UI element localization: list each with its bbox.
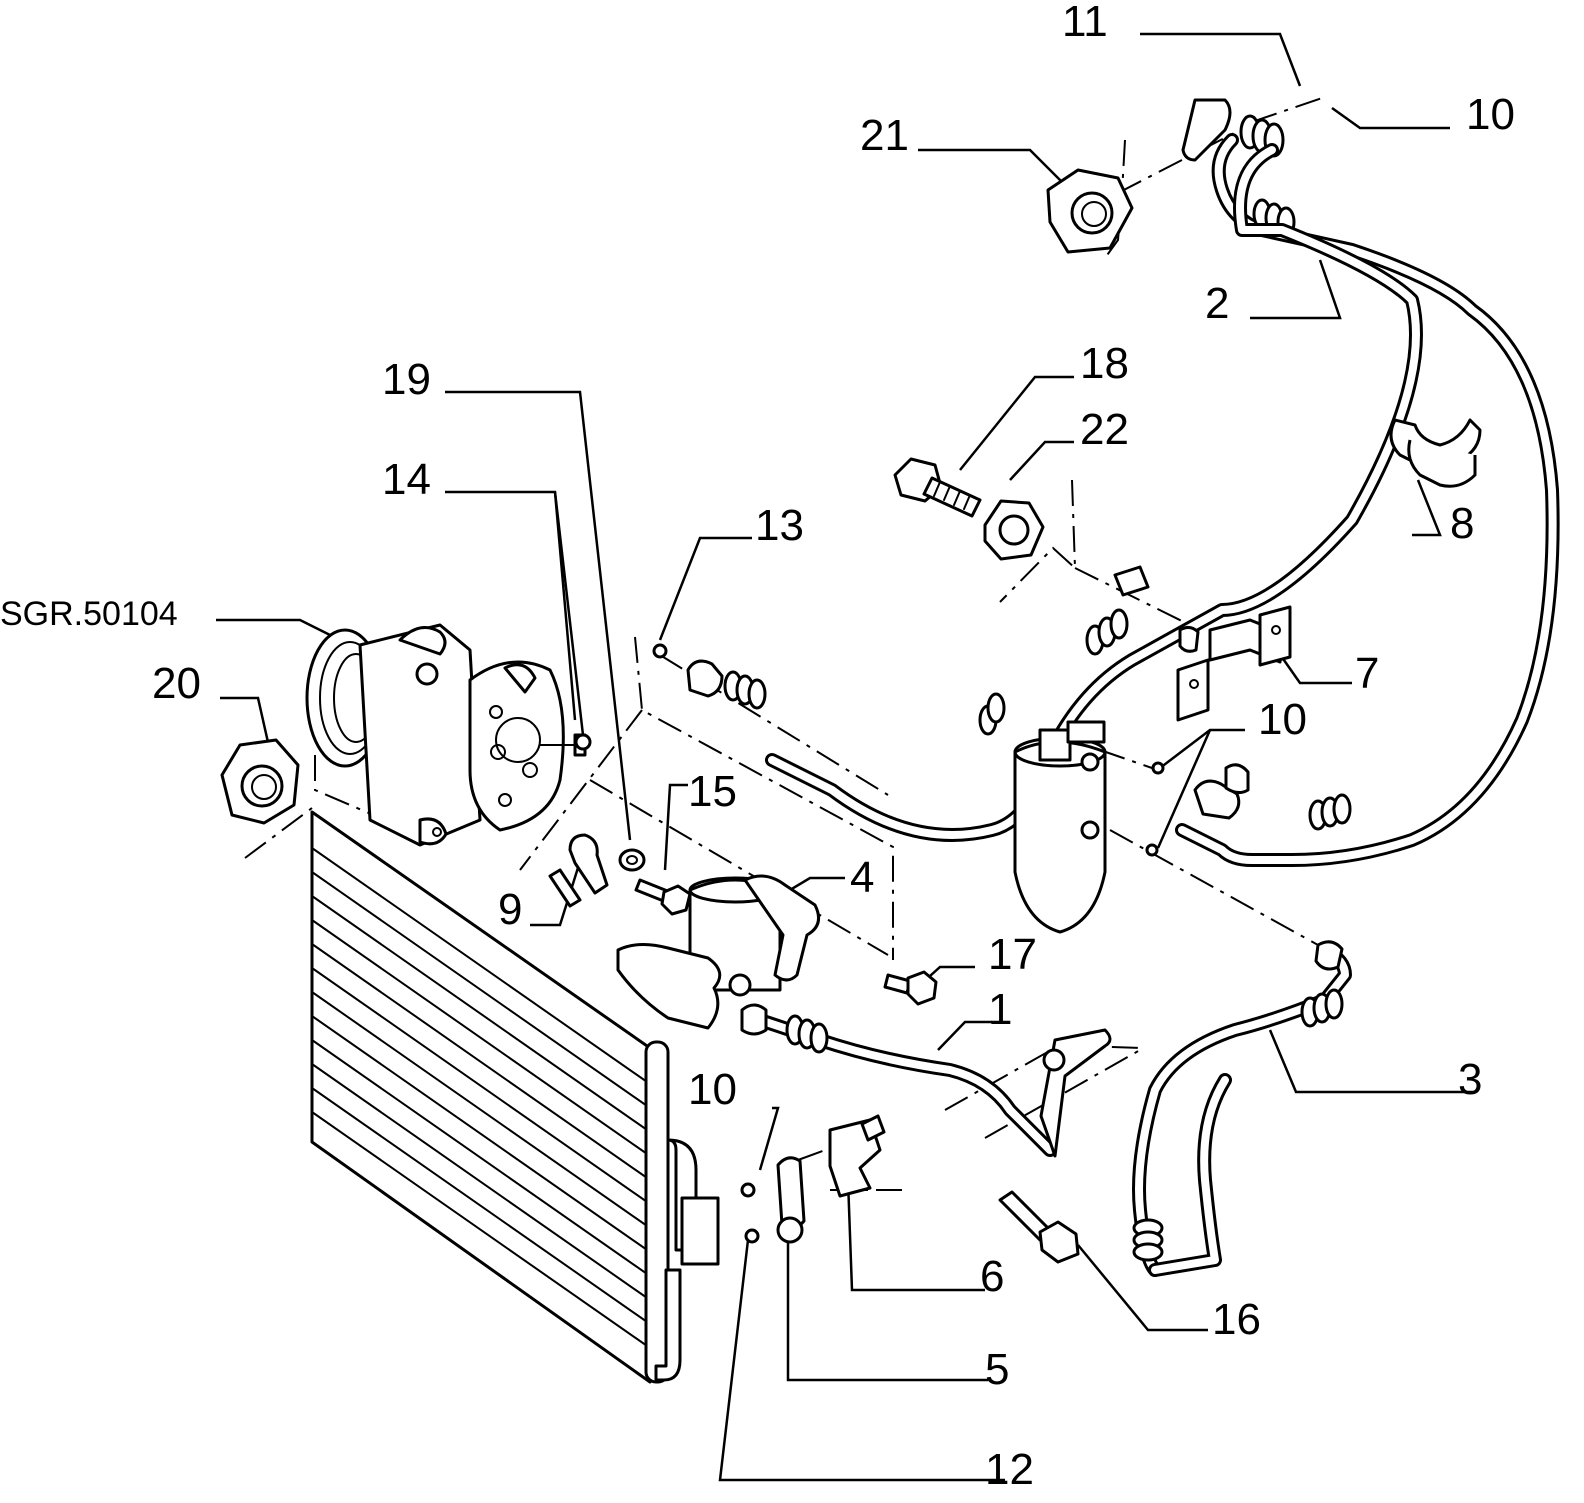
pipe-13 [652, 143, 1423, 842]
bolt-18 [893, 457, 982, 518]
callout-18: 18 [1080, 339, 1129, 388]
bracket-7 [1113, 565, 1292, 722]
callout-12: 12 [985, 1445, 1034, 1494]
nut-22 [983, 499, 1045, 561]
pipe-end-14 [574, 733, 592, 751]
pipe-1 [740, 1003, 1112, 1158]
callout-13: 13 [755, 501, 804, 550]
pipe-3 [1132, 940, 1352, 1277]
callout-2: 2 [1205, 279, 1230, 328]
callout-8: 8 [1450, 499, 1475, 548]
callout-20: 20 [152, 659, 201, 708]
callout-1: 1 [988, 985, 1013, 1034]
assembly-lines [244, 97, 1323, 1191]
callout-16: 16 [1212, 1295, 1261, 1344]
compressor [305, 623, 587, 847]
callout-4: 4 [850, 853, 875, 902]
callout-9: 9 [498, 885, 523, 934]
bolt-15 [634, 878, 692, 916]
callout-5: 5 [985, 1345, 1010, 1394]
callout-15: 15 [688, 767, 737, 816]
callout-10-low: 10 [688, 1065, 737, 1114]
callout-17: 17 [988, 930, 1037, 979]
callout-11: 11 [1062, 0, 1108, 46]
callout-10-top: 10 [1466, 90, 1515, 139]
reference-code: SGR.50104 [0, 595, 178, 633]
bracket-9 [548, 833, 609, 908]
fitting-5 [740, 1156, 806, 1244]
clip-8 [1389, 418, 1482, 488]
washer-19 [618, 848, 646, 872]
callout-10-mid: 10 [1258, 695, 1307, 744]
bolt-16 [998, 1190, 1080, 1264]
nut-21 [1046, 168, 1134, 254]
callout-19: 19 [382, 355, 431, 404]
condenser [310, 810, 720, 1384]
bolt-17 [883, 970, 938, 1006]
bracket-6 [828, 1114, 886, 1198]
callout-22: 22 [1080, 405, 1129, 454]
callout-6: 6 [980, 1252, 1005, 1301]
receiver-drier-right [1013, 720, 1165, 934]
callout-3: 3 [1458, 1055, 1483, 1104]
callout-21: 21 [860, 111, 909, 160]
callout-14: 14 [382, 455, 431, 504]
receiver-drier-4 [616, 874, 821, 1030]
callout-7: 7 [1355, 649, 1380, 698]
nut-20 [220, 738, 300, 825]
